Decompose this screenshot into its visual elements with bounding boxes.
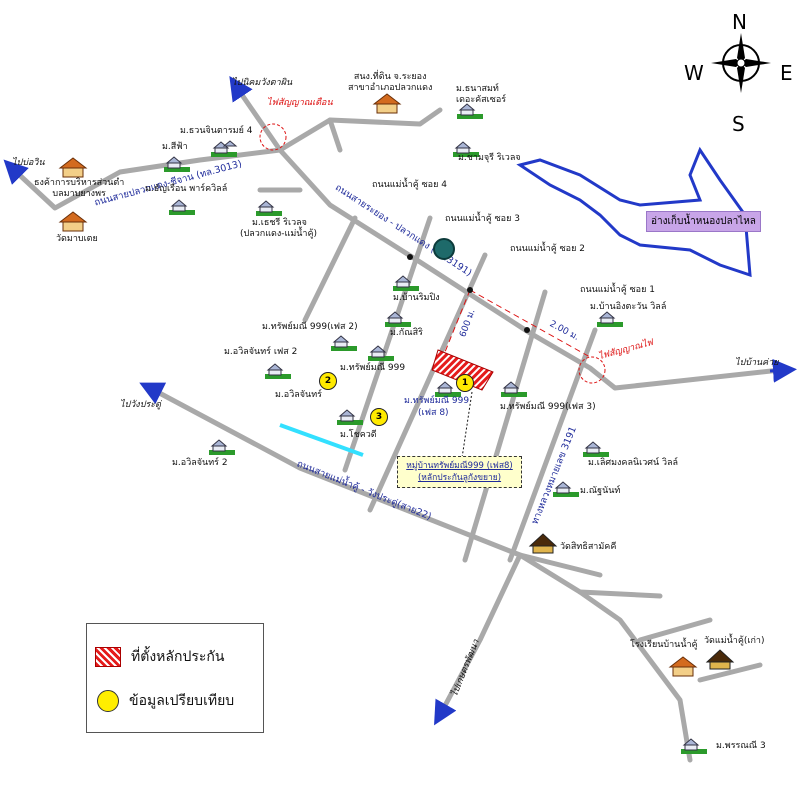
subject-swatch-icon [95, 647, 121, 667]
comparable-marker-2[interactable]: 2 [319, 372, 337, 390]
subject-callout: หมู่บ้านทรัพย์มณี999 (เฟส8) (หลักประกันล… [397, 456, 522, 488]
label-sap999-8b: (เฟส 8) [418, 408, 449, 418]
house-icon [264, 360, 292, 380]
label-wat-old: วัดแม่น้ำคู้(เก่า) [704, 636, 765, 646]
office-icon [372, 92, 402, 114]
subject-plot [431, 349, 494, 391]
label-arawin-2: ม.อวิลจันทร์ เฟส 2 [224, 347, 298, 357]
label-land-office: สนง.ที่ดิน จ.ระยอง สาขาอำเภอปลวกแดง [348, 72, 433, 93]
legend-row-subject: ที่ตั้งหลักประกัน [95, 644, 224, 670]
house-icon [210, 138, 238, 158]
house-icon [168, 196, 196, 216]
label-kunsiri: ม.กัณสิริ [390, 328, 423, 338]
label-chonburi: ม.ธวนจินตารมย์ 4 [180, 126, 253, 136]
house-icon [392, 272, 420, 292]
house-icon [255, 197, 283, 217]
label-wat-maplao: วัดมาบเตย [56, 234, 98, 244]
temple-icon [58, 210, 88, 232]
map-legend: ที่ตั้งหลักประกัน ข้อมูลเปรียบเทียบ [86, 623, 264, 733]
house-icon [680, 735, 708, 755]
label-school: โรงเรียนบ้านน้ำคู้ [630, 640, 698, 650]
house-icon [582, 438, 610, 458]
house-icon [208, 436, 236, 456]
house-icon [163, 153, 191, 173]
signal-label-1: ไฟสัญญาณเตือน [267, 98, 333, 108]
road-lines [9, 89, 783, 763]
house-icon [434, 378, 462, 398]
callout-line2: (หลักประกันลูกังขยาย) [417, 473, 502, 483]
soi-4-label: ถนนแม่น้ำคู้ ซอย 4 [372, 180, 447, 190]
label-thanapon: ม.ธนาสมท์ เดอะคัสเซอร์ [456, 84, 507, 105]
dist-line [469, 289, 591, 358]
house-icon [500, 378, 528, 398]
signal-2 [578, 356, 606, 384]
soi-1-label: ถนนแม่น้ำคู้ ซอย 1 [580, 285, 655, 295]
house-icon [384, 308, 412, 328]
dir-bankhai: ไปบ้านค่าย [735, 358, 779, 368]
label-nattanon: ม.ณัฐนันท์ [580, 486, 621, 496]
label-srisuk: ม.เธชรี ริเวลจ [252, 218, 307, 228]
house-icon [452, 138, 480, 158]
canal [279, 423, 364, 457]
dir-bowin: ไปบ่อวิน [12, 158, 45, 168]
compass-rose-icon [706, 28, 776, 98]
label-srisuk2: (ปลวกแดง-แม่น้ำคู้) [240, 229, 318, 239]
soi-2-label: ถนนแม่น้ำคู้ ซอย 2 [510, 244, 585, 254]
label-lapmochai: ม.เลิศมงคลนิเวศน์ วิลล์ [588, 458, 679, 468]
label-wat-ka: วัดสิทธิสามัคคี [560, 542, 617, 552]
label-arawin: ม.อวิลจันทร์ [275, 390, 322, 400]
temple-icon [705, 648, 735, 670]
house-icon [330, 332, 358, 352]
label-chanaburi: ม.ชามจุรี ริเวลจ [458, 153, 521, 163]
label-sap999-3: ม.ทรัพย์มณี 999(เฟส 3) [500, 402, 596, 412]
temple-icon [528, 532, 558, 554]
gas-station-icon [433, 238, 455, 260]
comparable-marker-1[interactable]: 1 [456, 374, 474, 392]
soi-3-label: ถนนแม่น้ำคู้ ซอย 3 [445, 214, 520, 224]
label-sifa: ม.สีฟ้า [162, 142, 188, 152]
compass-east: E [780, 61, 793, 85]
compass-west: W [684, 61, 704, 85]
house-icon [596, 308, 624, 328]
house-icon [367, 342, 395, 362]
reservoir-label: อ่างเก็บน้ำหนองปลาไหล [646, 211, 761, 232]
dir-nikom: ไปนิคมวังตาผิน [232, 78, 293, 88]
compass-south: S [732, 112, 745, 136]
label-sap999-8a: ม.ทรัพย์มณี 999 [404, 396, 470, 406]
school-icon [668, 655, 698, 677]
comparable-marker-3[interactable]: 3 [370, 408, 388, 426]
label-pranee3: ม.พรรณณี 3 [716, 741, 766, 751]
label-bank: ธงค้าการบริหารส่วนตำ บลมาบยางพร [34, 178, 125, 199]
label-arawin-2b: ม.อวิลจันทร์ 2 [172, 458, 228, 468]
legend-subject-label: ที่ตั้งหลักประกัน [131, 649, 225, 665]
compass-north: N [732, 10, 747, 34]
temple-icon [58, 156, 88, 178]
label-ban-ing: ม.บ้านอิงตะวัน วิลล์ [590, 302, 667, 312]
signal-1 [259, 123, 287, 151]
label-banrimping: ม.บ้านริมปิง [393, 293, 440, 303]
label-jakaree: ม.โชควดี [340, 430, 377, 440]
house-icon [456, 100, 484, 120]
callout-line1: หมู่บ้านทรัพย์มณี999 (เฟส8) [406, 461, 513, 471]
legend-comparable-label: ข้อมูลเปรียบเทียบ [129, 693, 235, 709]
label-sap999: ม.ทรัพย์มณี 999 [340, 363, 406, 373]
dir-wangpradu: ไปวังประดู่ [120, 400, 161, 410]
comparable-circle-icon [97, 690, 119, 712]
legend-row-comparable: ข้อมูลเปรียบเทียบ [95, 688, 234, 714]
house-icon [552, 478, 580, 498]
label-mansion: ม.ธัญเรือน พาร์ควิลล์ [145, 184, 228, 194]
label-sap999-2: ม.ทรัพย์มณี 999(เฟส 2) [262, 322, 358, 332]
house-icon [336, 406, 364, 426]
